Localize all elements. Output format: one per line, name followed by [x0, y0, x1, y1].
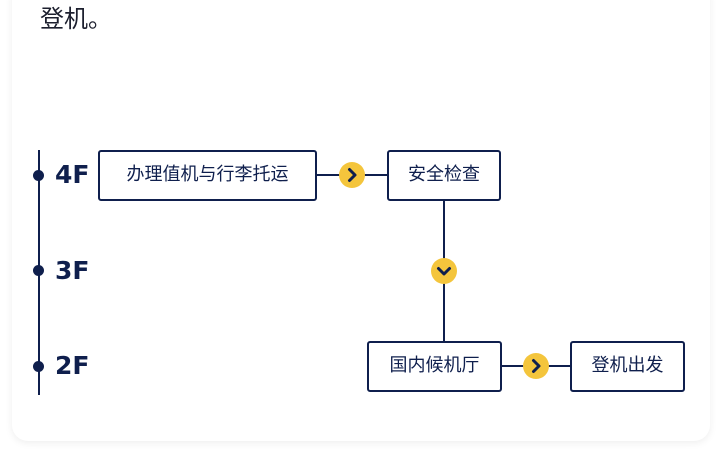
security-step: 安全检查 [387, 150, 501, 201]
checkin-step: 办理值机与行李托运 [98, 150, 317, 201]
floor-3f-label: 3F [55, 256, 90, 285]
floor-4f-dot [33, 170, 44, 181]
chevron-right-icon [523, 353, 549, 379]
intro-text: 登机。 [40, 5, 112, 33]
floor-4f-label: 4F [55, 160, 90, 189]
chevron-down-icon [431, 258, 457, 284]
floor-3f-dot [33, 265, 44, 276]
domestic-hall-step: 国内候机厅 [367, 341, 502, 392]
floor-2f-label: 2F [55, 351, 90, 380]
chevron-right-icon [339, 162, 365, 188]
boarding-step: 登机出发 [570, 341, 685, 392]
floor-2f-dot [33, 361, 44, 372]
